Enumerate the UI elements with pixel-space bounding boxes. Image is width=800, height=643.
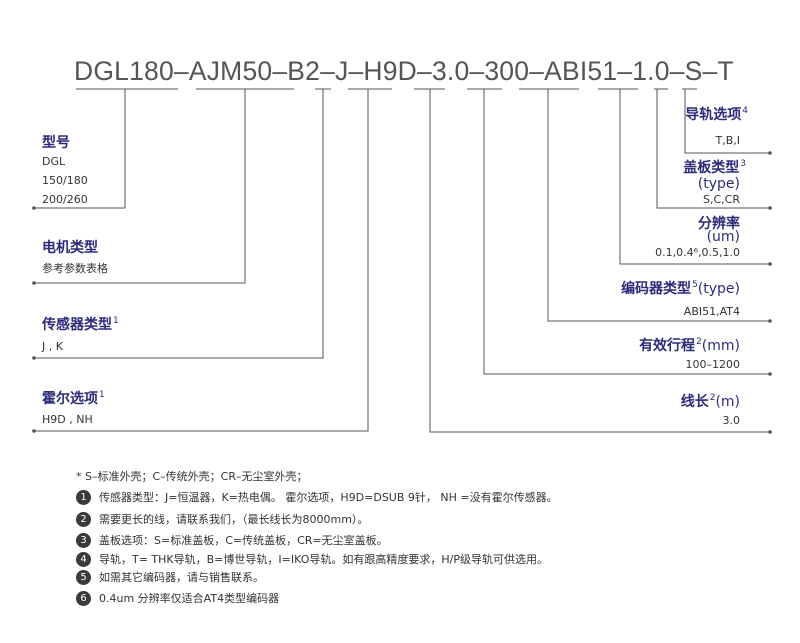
note-text: 导轨，T= THK导轨，B=博世导轨，I=IKO导轨。如有跟高精度要求，H/P级… — [99, 553, 548, 566]
motor-type-title-text: 电机类型 — [42, 240, 98, 256]
rail-option-title: 导轨选项4 — [685, 104, 748, 124]
model-code: DGL180–AJM50–B2–J–H9D–3.0–300–ABI51–1.0–… — [74, 56, 734, 86]
note-number-badge: 3 — [76, 532, 91, 548]
note-line: 3 盖板选项：S=标准盖板，C=传统盖板，CR=无尘室盖板。 — [76, 532, 388, 548]
note-line: 6 0.4um 分辨率仅适合AT4类型编码器 — [76, 590, 279, 606]
cable-length-unit: (m) — [715, 394, 740, 410]
footnote-marker: 1 — [113, 316, 119, 327]
note-text: 如需其它编码器，请与销售联系。 — [99, 571, 264, 584]
note-line: 1 传感器类型：J=恒温器，K=热电偶。 霍尔选项，H9D=DSUB 9针， NH… — [76, 489, 558, 505]
footnote-marker: 3 — [740, 159, 746, 170]
note-line: * S–标准外壳；C–传统外壳；CR–无尘室外壳； — [76, 468, 307, 484]
note-number-badge: 4 — [76, 551, 91, 567]
stroke-unit: (mm) — [701, 338, 740, 354]
resolution-title-text: 分辨率 — [698, 216, 740, 232]
rail-option-title-text: 导轨选项 — [685, 107, 742, 123]
resolution-unit: (um) — [706, 229, 740, 245]
footnote-marker: 1 — [99, 390, 105, 401]
cable-length-title: 线长2(m) — [681, 391, 740, 411]
note-number-badge: 1 — [76, 489, 91, 505]
encoder-type-option: ABI51,AT4 — [683, 305, 740, 318]
footnote-marker: 2 — [696, 337, 702, 348]
model-title: 型号 — [42, 132, 70, 152]
resolution-title: 分辨率 — [698, 213, 740, 233]
cover-type-unit: (type) — [697, 176, 740, 192]
encoder-type-unit: (type) — [697, 281, 740, 297]
cable-length-title-text: 线长 — [680, 394, 709, 410]
note-text: * S–标准外壳；C–传统外壳；CR–无尘室外壳； — [76, 470, 308, 483]
footnote-marker: 2 — [709, 393, 716, 404]
footnote-marker: 5 — [692, 280, 698, 291]
model-option: 150/180 — [42, 174, 88, 187]
sensor-type-option: J , K — [42, 340, 63, 353]
model-option: DGL — [42, 155, 66, 168]
hall-option-title-text: 霍尔选项 — [42, 391, 98, 407]
note-text: 0.4um 分辨率仅适合AT4类型编码器 — [99, 592, 280, 605]
stroke-option: 100–1200 — [685, 358, 741, 371]
encoder-type-title-text: 编码器类型 — [621, 281, 692, 297]
hall-option-title: 霍尔选项1 — [42, 388, 105, 408]
encoder-type-title: 编码器类型5(type) — [621, 278, 740, 298]
model-option: 200/260 — [42, 193, 88, 206]
note-text: 需要更长的线，请联系我们，（最长线长为8000mm）。 — [99, 513, 369, 526]
note-text: 盖板选项：S=标准盖板，C=传统盖板，CR=无尘室盖板。 — [99, 534, 388, 547]
note-line: 4 导轨，T= THK导轨，B=博世导轨，I=IKO导轨。如有跟高精度要求，H/P… — [76, 551, 548, 567]
note-text: 传感器类型：J=恒温器，K=热电偶。 霍尔选项，H9D=DSUB 9针， NH … — [99, 491, 558, 504]
cover-type-title-text: 盖板类型 — [683, 160, 740, 176]
note-number-badge: 5 — [76, 569, 91, 585]
resolution-option: 0.1,0.4⁶,0.5,1.0 — [655, 246, 740, 259]
hall-option-option: H9D , NH — [42, 413, 93, 426]
model-title-text: 型号 — [42, 135, 70, 151]
cover-type-title: 盖板类型3 — [683, 157, 746, 177]
note-number-badge: 2 — [76, 511, 91, 527]
motor-type-option: 参考参数表格 — [42, 262, 108, 275]
motor-type-title: 电机类型 — [42, 237, 98, 257]
note-line: 2 需要更长的线，请联系我们，（最长线长为8000mm）。 — [76, 511, 368, 527]
stroke-title: 有效行程2(mm) — [639, 335, 740, 355]
cover-type-option: S,C,CR — [703, 193, 740, 206]
note-number-badge: 6 — [76, 590, 91, 606]
cable-length-option: 3.0 — [722, 414, 741, 427]
note-line: 5 如需其它编码器，请与销售联系。 — [76, 569, 264, 585]
stroke-title-text: 有效行程 — [639, 338, 696, 354]
footnote-marker: 4 — [742, 106, 748, 117]
rail-option-option: T,B,I — [715, 134, 740, 147]
sensor-type-title: 传感器类型1 — [42, 314, 119, 334]
sensor-type-title-text: 传感器类型 — [42, 317, 112, 333]
